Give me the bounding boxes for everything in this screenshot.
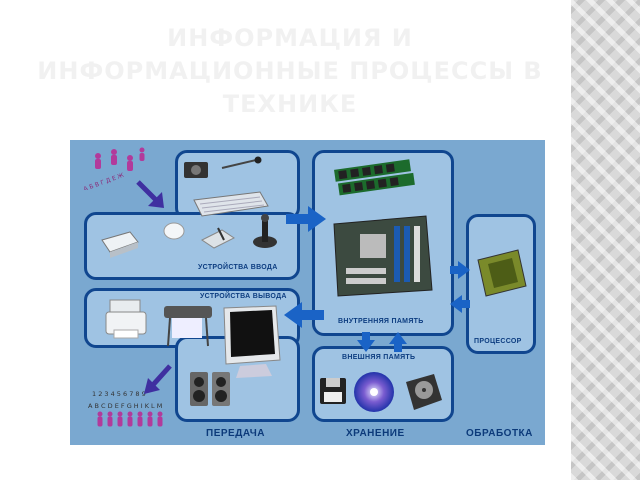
processing-label: ОБРАБОТКА: [466, 428, 533, 439]
scatter-letters: А Б В Г Д Е Ж: [83, 172, 126, 190]
cpu-chip-image: [474, 248, 528, 303]
external-to-internal-arrow-icon: [388, 330, 408, 359]
input-to-memory-arrow-icon: [284, 204, 328, 239]
processor-label: ПРОЦЕССОР: [474, 338, 522, 345]
printer-image: [104, 292, 148, 347]
decorative-side-stripe: [571, 0, 640, 480]
ram-modules-image: [332, 158, 422, 209]
joystick-image: [250, 210, 280, 255]
letters-people-graphic: А Б В Г Д Е Ж: [78, 144, 158, 193]
transfer-label: ПЕРЕДАЧА: [206, 428, 266, 439]
keyboard-image: [190, 190, 270, 223]
internal-to-external-arrow-icon: [356, 330, 376, 359]
memory-to-output-arrow-icon: [282, 300, 326, 335]
slide-title: ИНФОРМАЦИЯ И ИНФОРМАЦИОННЫЕ ПРОЦЕССЫ В Т…: [37, 24, 543, 118]
input-devices-label: УСТРОЙСТВА ВВОДА: [198, 264, 278, 271]
storage-label: ХРАНЕНИЕ: [346, 428, 405, 439]
hard-drive-image: [404, 372, 444, 417]
tablet-image: [200, 226, 236, 255]
microphone-image: [220, 156, 264, 177]
camera-image: [182, 158, 210, 185]
external-memory-label: ВНЕШНЯЯ ПАМЯТЬ: [342, 354, 416, 361]
monitor-image: [220, 304, 284, 389]
scanner-image: [100, 228, 140, 263]
output-arrow-icon: [140, 362, 176, 401]
speakers-image: [188, 368, 234, 413]
mouse-image: [162, 220, 186, 247]
output-devices-label: УСТРОЙСТВА ВЫВОДА: [200, 293, 287, 300]
plotter-image: [160, 300, 216, 355]
numbers-letters-graphic: 1 2 3 4 5 6 7 8 9 A B C D E F G H I K L …: [88, 384, 178, 439]
letters-row: A B C D E F G H I K L M: [88, 402, 162, 410]
input-arrow-icon: [134, 178, 170, 217]
processor-to-memory-arrow-icon: [448, 294, 472, 319]
motherboard-image: [330, 214, 434, 303]
cd-disk-image: [352, 370, 396, 419]
internal-memory-label: ВНУТРЕННЯЯ ПАМЯТЬ: [338, 318, 424, 325]
memory-to-processor-arrow-icon: [448, 260, 472, 285]
diagram-panel: А Б В Г Д Е Ж УСТРОЙСТВА ВВОДА УСТРОЙ: [70, 140, 545, 445]
numbers-row: 1 2 3 4 5 6 7 8 9: [92, 390, 146, 398]
floppy-disk-image: [318, 376, 348, 411]
